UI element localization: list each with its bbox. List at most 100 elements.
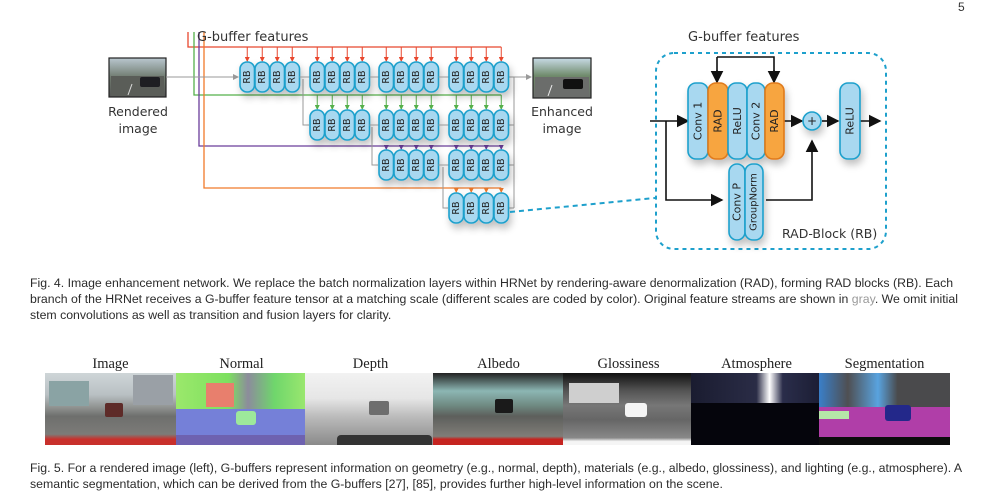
image-thumbnail: [45, 373, 176, 445]
rb-label: RB: [466, 70, 477, 83]
rb-label: RB: [451, 158, 462, 171]
column-title: Normal: [219, 356, 264, 372]
rb-label: RB: [312, 70, 323, 83]
rb-label: RB: [496, 201, 507, 214]
column-title: Albedo: [477, 356, 520, 372]
rad-layer-conv2-label: Conv 2: [750, 102, 763, 140]
rb-label: RB: [357, 70, 368, 83]
sum-node: [802, 111, 822, 131]
enhanced-image-label-line1: Enhanced: [531, 104, 593, 119]
rb-label: RB: [481, 70, 492, 83]
rad-layer-rad1-label: RAD: [712, 109, 725, 132]
column-title: Depth: [352, 356, 389, 372]
rb-label: RB: [451, 118, 462, 131]
rb-block: [493, 109, 510, 141]
rb-label: RB: [481, 118, 492, 131]
rad-layer-relu1-label: ReLU: [731, 107, 744, 135]
figure-5-caption: Fig. 5. For a rendered image (left), G-b…: [30, 461, 962, 491]
enhanced-image-label: Enhanced image: [522, 103, 602, 137]
rendered-image-label-line1: Rendered: [108, 104, 168, 119]
rb-label: RB: [287, 70, 298, 83]
rb-label: RB: [466, 201, 477, 214]
rad-skip-arrow: [665, 121, 724, 207]
figure-4-diagram: RB RB RB RB RB RB RB RB RB RB RB RB RB RB RB RB RB RB RB RB…: [108, 32, 887, 250]
gbuffer-column-depth: Depth: [305, 355, 436, 445]
rb-label: RB: [466, 118, 477, 131]
rb-label: RB: [496, 70, 507, 83]
gbuffer-column-segmentation: Segmentation: [819, 355, 950, 445]
rb-label: RB: [396, 158, 407, 171]
gbuffer-feed-line: [193, 32, 502, 96]
glossiness-thumbnail: [563, 373, 694, 445]
normal-thumbnail: [176, 373, 307, 445]
rb-label: RB: [496, 158, 507, 171]
enhanced-image-thumbnail: [532, 57, 592, 99]
rb-block: [493, 192, 510, 224]
rb-label: RB: [426, 118, 437, 131]
rb-label: RB: [466, 158, 477, 171]
gbuffer-column-glossiness: Glossiness: [563, 355, 694, 445]
zoom-connector: [509, 197, 656, 213]
rendered-image-label: Rendered image: [98, 103, 178, 137]
rb-label: RB: [381, 118, 392, 131]
rb-label: RB: [272, 70, 283, 83]
rb-label: RB: [327, 118, 338, 131]
albedo-thumbnail: [433, 373, 564, 445]
rad-layer-conv1-label: Conv 1: [692, 102, 705, 140]
rb-blocks: RB RB RB RB RB RB RB RB RB RB RB RB RB RB RB RB RB RB RB RB…: [239, 61, 510, 224]
page-number: 5: [958, 0, 965, 14]
caption-gray-word: gray: [851, 292, 875, 306]
rb-label: RB: [342, 70, 353, 83]
rb-label: RB: [381, 158, 392, 171]
rb-label: RB: [426, 70, 437, 83]
rb-label: RB: [312, 118, 323, 131]
hrnet-branches: RB RB RB RB RB RB RB RB RB RB RB RB RB RB RB RB RB RB RB RB…: [166, 32, 532, 224]
rad-layer-relu2-label: ReLU: [844, 107, 857, 135]
gbuffer-column-normal: Normal: [176, 355, 307, 445]
gbuffer-features-label: G-buffer features: [197, 30, 309, 45]
gbuffer-feed-line: [203, 32, 502, 189]
rad-layers: Conv 1 RAD ReLU Conv 2 RAD ReLU Conv P GroupNor…: [687, 82, 861, 241]
column-title: Atmosphere: [721, 356, 792, 372]
rad-block-container: [655, 52, 887, 250]
gbuffer-column-atmosphere: Atmosphere: [691, 355, 822, 445]
caption-text-end: . We omit initial stem convolutions as w…: [30, 292, 958, 322]
rad-layer-groupnorm-label: GroupNorm: [749, 173, 760, 231]
rb-label: RB: [257, 70, 268, 83]
rendered-image-label-line2: image: [118, 121, 158, 136]
rb-label: RB: [396, 70, 407, 83]
gbuffer-column-albedo: Albedo: [433, 355, 564, 445]
rad-layer-rad2: [764, 82, 785, 160]
rb-label: RB: [381, 70, 392, 83]
output-stream-line: [508, 77, 532, 208]
branch-stream-line: [442, 167, 448, 209]
rb-label: RB: [327, 70, 338, 83]
rb-label: RB: [357, 118, 368, 131]
figure-4-caption: Fig. 4. Image enhancement network. We re…: [30, 275, 985, 323]
rad-layer-relu2: [839, 82, 861, 160]
rad-block-title: RAD-Block (RB): [782, 226, 878, 241]
rb-label: RB: [451, 201, 462, 214]
caption-text: Fig. 4. Image enhancement network. We re…: [30, 276, 954, 306]
column-title: Segmentation: [844, 356, 925, 372]
rad-layer-rad2-label: RAD: [768, 109, 781, 132]
rb-block: [493, 61, 510, 93]
rb-label: RB: [451, 70, 462, 83]
branch-stream-line: [371, 127, 378, 166]
rb-label: RB: [481, 158, 492, 171]
depth-thumbnail: [305, 373, 436, 445]
gbuffer-column-image: Image: [45, 355, 176, 445]
rad-block-diagram: Conv 1 RAD ReLU Conv 2 RAD ReLU Conv P GroupNor…: [650, 56, 882, 241]
column-title: Glossiness: [597, 356, 660, 372]
rb-label: RB: [411, 70, 422, 83]
rad-gbuffer-lines: [716, 56, 775, 80]
column-title: Image: [92, 356, 129, 372]
sum-node-label: +: [807, 114, 817, 128]
rb-label: RB: [342, 118, 353, 131]
rb-label: RB: [481, 201, 492, 214]
rb-label: RB: [411, 118, 422, 131]
segmentation-thumbnail: [819, 373, 950, 445]
branch-stream-line: [302, 79, 309, 126]
rendered-image-thumbnail: [108, 57, 167, 98]
rad-layer-convp-label: Conv P: [731, 183, 744, 221]
